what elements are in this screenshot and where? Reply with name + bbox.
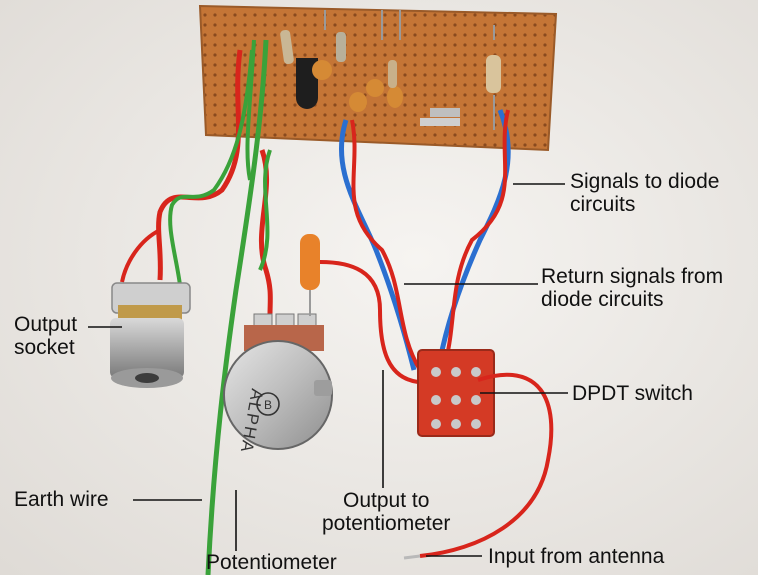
label-output-socket-line2: socket xyxy=(14,336,75,359)
board-components xyxy=(280,10,501,130)
label-output-to-pot-line1: Output to xyxy=(343,489,430,512)
label-return-signals: Return signals from diode circuits xyxy=(541,265,723,311)
label-dpdt-switch: DPDT switch xyxy=(572,382,693,405)
leader-lines xyxy=(88,183,568,557)
label-return-signals-line2: diode circuits xyxy=(541,288,664,311)
orange-capacitor xyxy=(300,234,419,384)
label-output-socket: Output socket xyxy=(14,313,77,359)
label-output-to-pot: Output to potentiometer xyxy=(322,489,450,535)
pot-wires xyxy=(258,149,273,316)
antenna-wire xyxy=(403,372,554,560)
potentiometer-body: B ALPHA xyxy=(223,313,333,455)
label-input-antenna: Input from antenna xyxy=(488,545,665,568)
label-signals-to-diode-line1: Signals to diode xyxy=(570,170,720,193)
socket-wires xyxy=(120,49,254,286)
label-signals-to-diode-line2: circuits xyxy=(570,193,636,216)
label-signals-to-diode: Signals to diode circuits xyxy=(570,170,719,216)
label-return-signals-line1: Return signals from xyxy=(541,265,724,288)
diode-signal-wires xyxy=(339,109,511,372)
label-potentiometer: Potentiometer xyxy=(206,551,337,574)
label-earth-wire: Earth wire xyxy=(14,488,109,511)
dpdt-switch-body xyxy=(417,349,495,437)
label-output-socket-line1: Output xyxy=(14,313,78,336)
label-output-to-pot-line2: potentiometer xyxy=(322,512,451,535)
pot-marking: B xyxy=(264,398,272,412)
output-socket-jack xyxy=(110,282,191,388)
